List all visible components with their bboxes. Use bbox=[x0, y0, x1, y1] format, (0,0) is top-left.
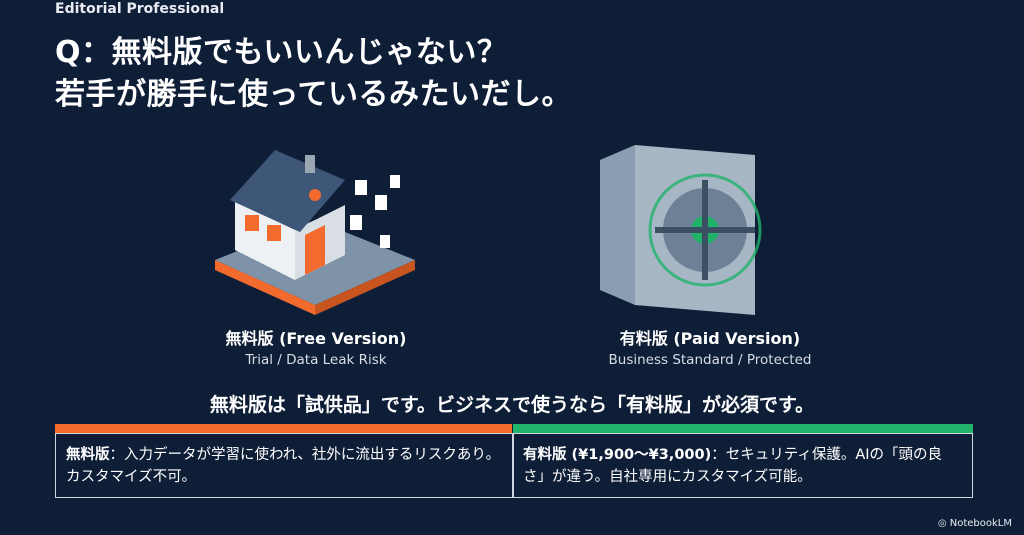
free-version-title: 無料版 (Free Version) bbox=[225, 329, 407, 348]
paid-version-title: 有料版 (Paid Version) bbox=[619, 329, 801, 348]
free-comparison-box: 無料版：入力データが学習に使われ、社外に流出するリスクあり。カスタマイズ不可。 bbox=[55, 433, 514, 498]
free-version-subtitle: Trial / Data Leak Risk bbox=[245, 352, 387, 368]
page-title: Q：無料版でもいいんじゃない？ 若手が勝手に使っているみたいだし。 bbox=[55, 32, 572, 116]
vault-icon bbox=[600, 145, 762, 315]
paid-version-caption: 有料版 (Paid Version) Business Standard / P… bbox=[560, 325, 860, 368]
title-line-1: Q：無料版でもいいんじゃない？ bbox=[55, 35, 508, 70]
leaking-house-icon bbox=[215, 150, 415, 315]
free-version-caption: 無料版 (Free Version) Trial / Data Leak Ris… bbox=[166, 325, 466, 368]
paid-accent-bar bbox=[513, 424, 973, 433]
paid-description: ：セキュリティ保護。AIの「頭の良さ」が違う。自社専用にカスタマイズ可能。 bbox=[523, 447, 943, 485]
free-description: ：入力データが学習に使われ、社外に流出するリスクあり。カスタマイズ不可。 bbox=[66, 447, 501, 485]
free-accent-bar bbox=[55, 424, 512, 433]
free-label: 無料版 bbox=[66, 447, 110, 463]
title-line-2: 若手が勝手に使っているみたいだし。 bbox=[55, 77, 572, 112]
notebooklm-logo-icon: ◎ bbox=[937, 518, 950, 529]
brand-label: Editorial Professional bbox=[55, 1, 225, 17]
key-message: 無料版は「試供品」です。ビジネスで使うなら「有料版」が必須です。 bbox=[209, 394, 815, 416]
paid-comparison-box: 有料版 (¥1,900〜¥3,000)：セキュリティ保護。AIの「頭の良さ」が違… bbox=[512, 433, 973, 498]
notebooklm-watermark: ◎ NotebookLM bbox=[938, 518, 1012, 529]
paid-version-subtitle: Business Standard / Protected bbox=[608, 352, 812, 368]
footer-label: NotebookLM bbox=[949, 518, 1012, 529]
paid-label: 有料版 (¥1,900〜¥3,000) bbox=[523, 447, 712, 463]
